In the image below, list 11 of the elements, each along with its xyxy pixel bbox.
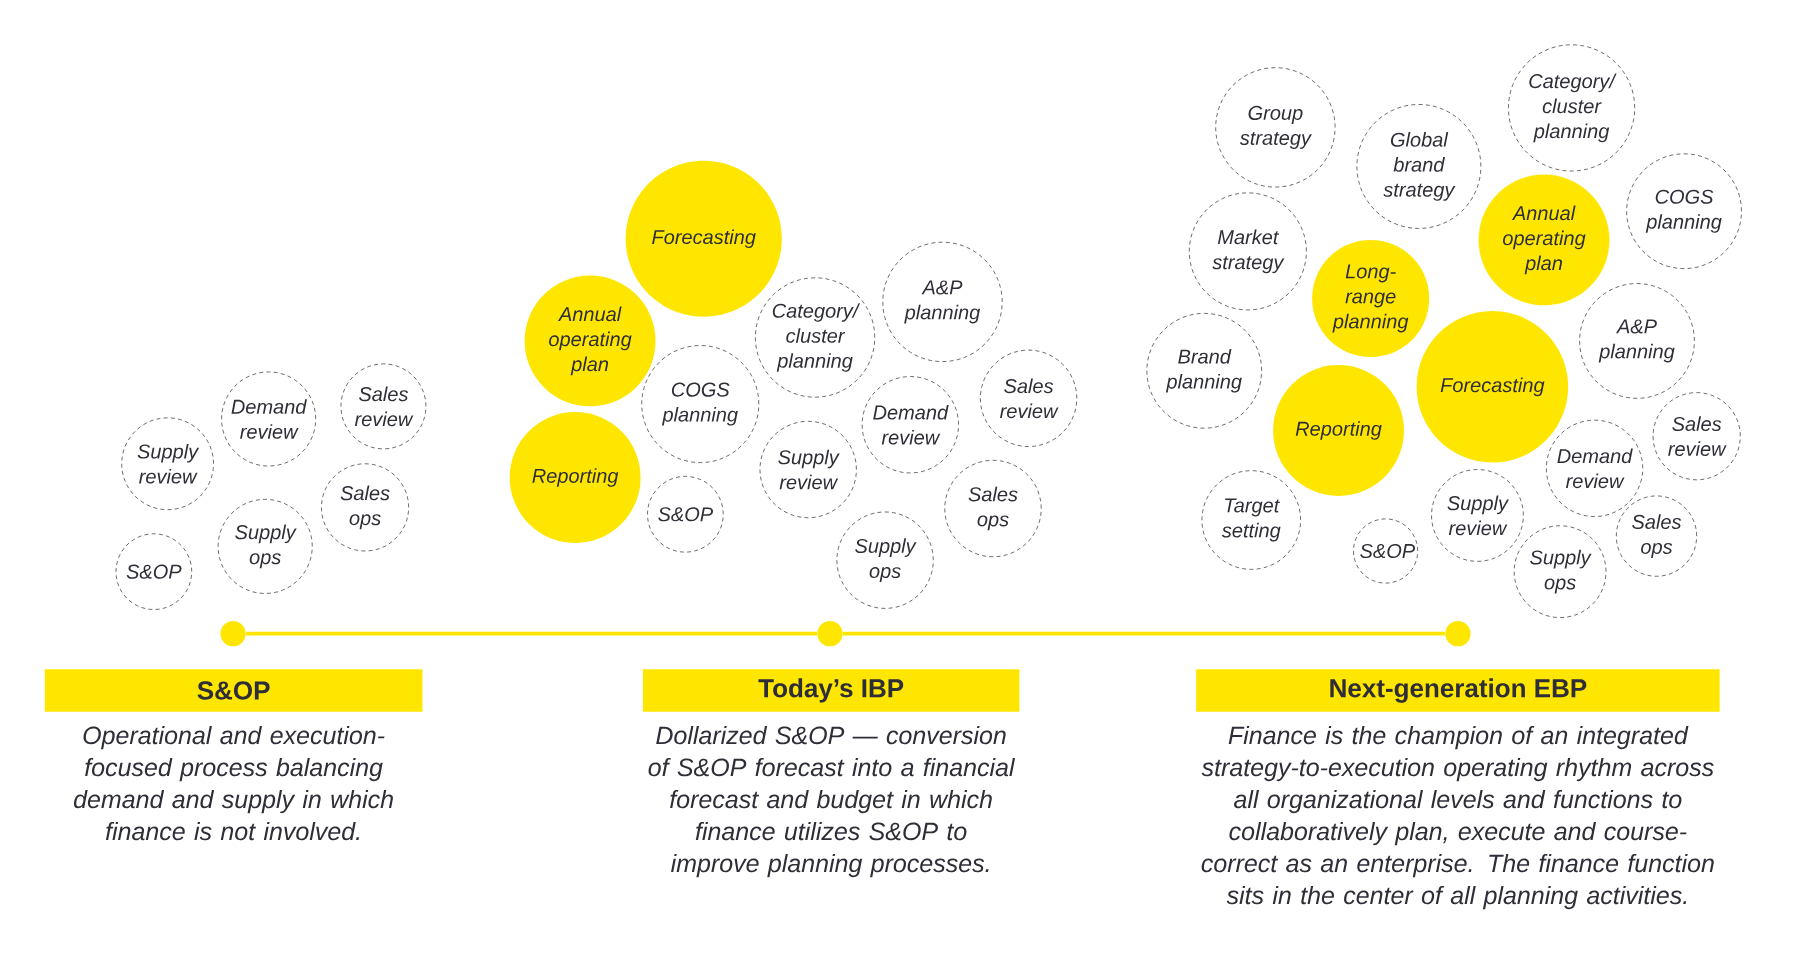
timeline-dot xyxy=(1445,621,1471,647)
header-band: Today’s IBP xyxy=(642,669,1020,712)
timeline-line xyxy=(246,632,817,636)
timeline-line xyxy=(843,632,1445,636)
timeline-dot xyxy=(220,621,246,647)
description-text: Finance is the champion of an integrated strategy-to-execution operating rhythm across all organizational levels and functions to collaboratively plan, execute and course-correct as an enterprise. The finance function sits in the center of all planning activities. xyxy=(1201,726,1714,910)
description-text: Operational and execution-focused process balancing demand and supply in which finance is not involved. xyxy=(73,726,393,841)
header-band: Next-generation EBP xyxy=(1196,669,1720,712)
timeline-dot xyxy=(817,621,843,647)
description-text: Dollarized S&OP — conversion of S&OP forecast into a financial forecast and budget in which finance utilizes S&OP to improve planning processes. xyxy=(648,726,1016,878)
header-band: S&OP xyxy=(44,669,423,712)
